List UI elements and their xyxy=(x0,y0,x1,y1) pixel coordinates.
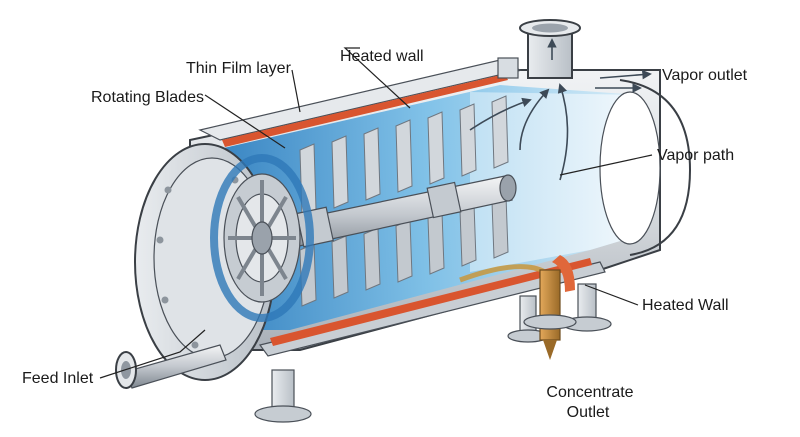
flange-bolts xyxy=(156,176,239,349)
rotor-blade xyxy=(395,119,413,193)
label-concentrate-outlet-line2: Outlet xyxy=(567,404,610,421)
rotor-blade xyxy=(459,103,477,177)
rotating-blades xyxy=(299,95,509,307)
label-feed-inlet: Feed Inlet xyxy=(22,370,94,387)
vapor-flow-arrow-icon xyxy=(599,69,652,80)
label-vapor-outlet: Vapor outlet xyxy=(662,67,748,84)
rotor-blade xyxy=(331,135,349,209)
rotor-blade xyxy=(427,211,445,275)
blade-wheel xyxy=(210,154,314,322)
heated-wall xyxy=(222,74,592,346)
rotor-blade xyxy=(331,235,349,299)
label-vapor-path: Vapor path xyxy=(657,147,734,164)
rotor-blade xyxy=(395,219,413,283)
vapor-flow-arrows xyxy=(469,38,652,181)
rotor-blade xyxy=(363,127,381,201)
concentrate-drip-icon xyxy=(543,340,557,360)
rotor-blade xyxy=(459,203,477,267)
rotor-blade xyxy=(363,227,381,291)
rotor-blade xyxy=(491,95,509,169)
label-concentrate-outlet-line1: Concentrate xyxy=(546,384,633,401)
heated-wall-top xyxy=(222,74,508,147)
vapor-flow-arrow-icon xyxy=(557,83,569,181)
diagram-labels: Heated wall Thin Film layer Rotating Bla… xyxy=(22,48,748,421)
heated-wall-bottom xyxy=(270,258,592,346)
leader-lines xyxy=(99,47,653,379)
rotor-blade xyxy=(491,195,509,259)
vapor-flow-arrow-icon xyxy=(469,97,532,131)
label-rotating-blades: Rotating Blades xyxy=(91,89,204,106)
label-thin-film-layer: Thin Film layer xyxy=(186,60,292,77)
rotor-blade xyxy=(427,111,445,185)
vapor-outlet-nozzle xyxy=(497,19,581,79)
label-heated-wall-top: Heated wall xyxy=(340,48,424,65)
vapor-flow-arrow-icon xyxy=(519,88,550,151)
concentrate-outlet-pipe xyxy=(459,264,577,360)
label-heated-wall-bottom: Heated Wall xyxy=(642,297,729,314)
right-end-opening xyxy=(599,79,692,256)
vapor-space xyxy=(470,92,640,272)
